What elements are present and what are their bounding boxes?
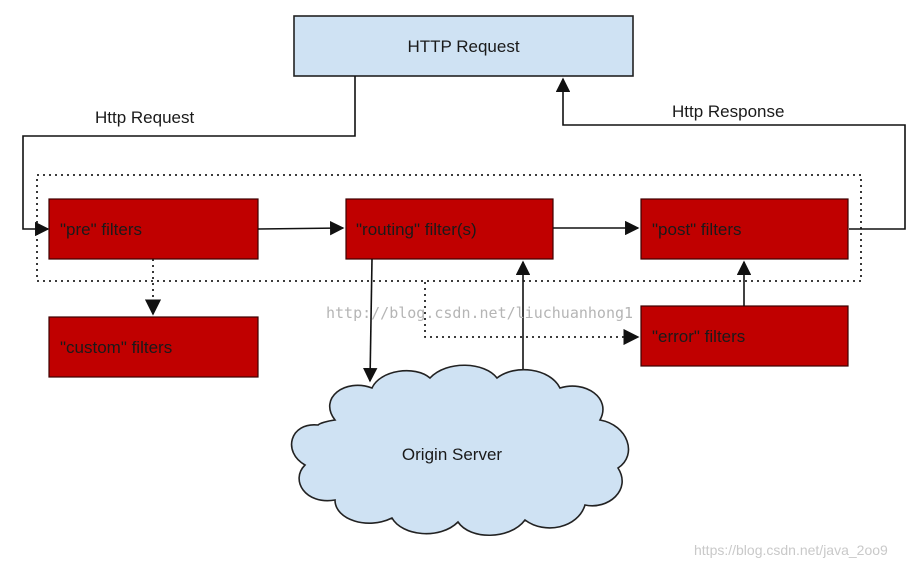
- post-filters-label: "post" filters: [652, 220, 742, 239]
- routing-to-origin-edge: [363, 258, 378, 383]
- origin-server-label: Origin Server: [402, 445, 502, 464]
- response-edge: [555, 77, 906, 230]
- error-filters-label: "error" filters: [652, 327, 745, 346]
- request-edge-label: Http Request: [95, 108, 194, 127]
- post-filters-box: "post" filters: [640, 198, 849, 260]
- custom-filters-label: "custom" filters: [60, 338, 172, 357]
- pre-filters-box: "pre" filters: [48, 198, 259, 260]
- response-edge-label: Http Response: [672, 102, 784, 121]
- request-edge: [22, 76, 356, 237]
- routing-filters-label: "routing" filter(s): [356, 220, 477, 239]
- http-request-box-label: HTTP Request: [407, 37, 519, 56]
- pre-filters-label: "pre" filters: [60, 220, 142, 239]
- routing-filters-box: "routing" filter(s): [345, 198, 554, 260]
- center-watermark: http://blog.csdn.net/liuchuanhong1: [326, 304, 633, 322]
- to-error-edge: [424, 282, 640, 346]
- http-request-box: HTTP Request: [293, 15, 634, 77]
- error-filters-box: "error" filters: [640, 305, 849, 367]
- corner-watermark: https://blog.csdn.net/java_2oo9: [694, 542, 888, 558]
- custom-filters-box: "custom" filters: [48, 316, 259, 378]
- origin-server-cloud: Origin Server: [290, 364, 630, 537]
- pre-to-routing-edge: [257, 220, 345, 236]
